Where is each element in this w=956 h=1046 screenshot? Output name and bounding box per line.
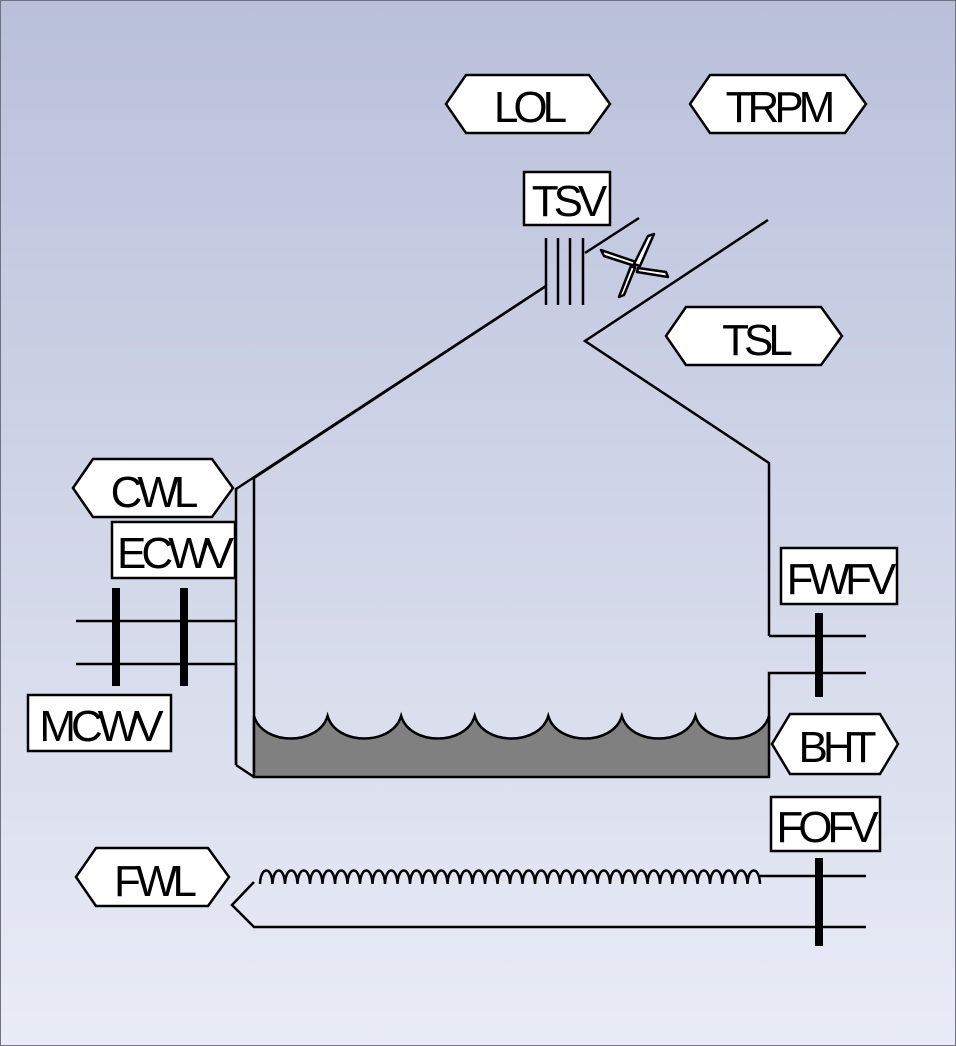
- mcwv-rect-label[interactable]: MCWV: [26, 693, 173, 753]
- tank-water: [252, 711, 771, 779]
- mcwv-label: MCWV: [39, 702, 164, 751]
- cwl-label: CWL: [111, 468, 198, 517]
- tank-floor: [235, 763, 255, 779]
- feed-water-pipe-lower: [767, 671, 866, 730]
- heating-coil: [258, 869, 762, 885]
- ecwv-label: ECWV: [117, 529, 235, 578]
- cooling-water-pipe-lower: [76, 662, 238, 765]
- tsl-label: TSL: [722, 316, 792, 365]
- fofv-rect-label[interactable]: FOFV: [769, 795, 884, 853]
- lol-hex-label[interactable]: LOL: [444, 73, 612, 135]
- bht-hex-label[interactable]: BHT: [770, 712, 900, 776]
- tank-wall-right: [582, 218, 771, 636]
- cwl-hex-label[interactable]: CWL: [71, 457, 235, 519]
- trpm-hex-label[interactable]: TRPM: [688, 73, 868, 135]
- fwl-label: FWL: [114, 857, 196, 906]
- tank-roof-left: [253, 284, 547, 480]
- tsl-hex-label[interactable]: TSL: [664, 305, 844, 367]
- trpm-label: TRPM: [726, 83, 833, 132]
- fwfv-rect-label[interactable]: FWFV: [779, 546, 902, 606]
- fwl-hex-label[interactable]: FWL: [74, 846, 231, 908]
- bht-label: BHT: [799, 723, 876, 772]
- tsv-rect-label[interactable]: TSV: [522, 170, 613, 227]
- fwfv-label: FWFV: [787, 555, 897, 604]
- fofv-label: FOFV: [776, 803, 879, 852]
- lol-label: LOL: [494, 83, 567, 132]
- fuel-oil-pipe-lower: [230, 881, 866, 929]
- tsv-label: TSV: [532, 177, 608, 226]
- vent-line: [584, 216, 640, 255]
- fan-icon: [599, 232, 670, 299]
- ecwv-rect-label[interactable]: ECWV: [110, 520, 240, 580]
